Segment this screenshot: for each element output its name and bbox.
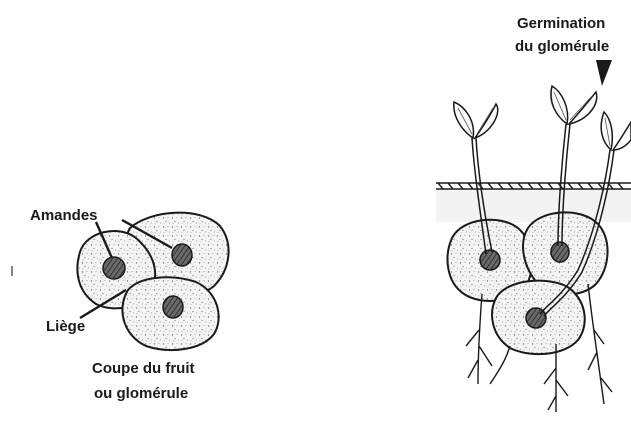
caption-fruit-line2: ou glomérule bbox=[94, 385, 188, 402]
leaf-1a bbox=[454, 102, 474, 138]
caption-germination-line2: du glomérule bbox=[515, 38, 609, 55]
label-kernels: Amandes bbox=[30, 207, 98, 224]
kernel-left bbox=[103, 257, 125, 279]
germ-kernel-left bbox=[480, 250, 500, 270]
kernel-bottom bbox=[163, 296, 183, 318]
germ-kernel-right bbox=[551, 242, 569, 262]
leaf-veins bbox=[458, 92, 610, 146]
leaf-3a bbox=[601, 112, 612, 150]
germination-figure: Germination du glomérule bbox=[436, 15, 631, 412]
caption-fruit-line1: Coupe du fruit bbox=[92, 360, 194, 377]
soil-surface bbox=[436, 183, 631, 189]
label-cork: Liège bbox=[46, 318, 85, 335]
arrow-germination bbox=[596, 60, 612, 86]
leaf-3b bbox=[613, 122, 631, 150]
kernel-top-right bbox=[172, 244, 192, 266]
fruit-section-figure: Amandes Liège Coupe du fruit ou glomérul… bbox=[30, 207, 229, 402]
leaf-2b bbox=[569, 92, 597, 124]
leaf-1b bbox=[475, 104, 498, 138]
caption-germination-line1: Germination bbox=[517, 15, 605, 32]
seedling-leaves bbox=[454, 86, 631, 150]
